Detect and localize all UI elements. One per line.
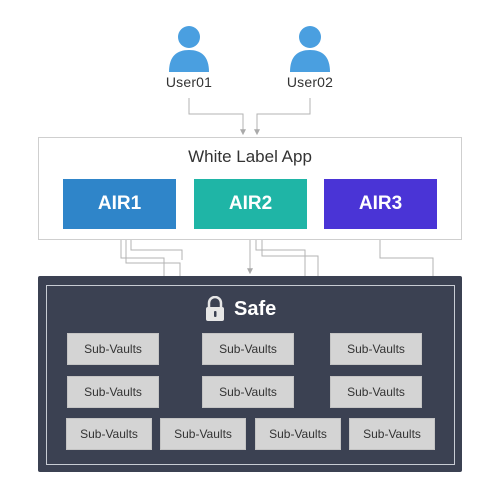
sub-vault: Sub-Vaults [255, 418, 341, 450]
user-icon [169, 26, 209, 72]
sub-vault: Sub-Vaults [330, 333, 422, 365]
user-01: User01 [149, 24, 229, 90]
air3-box: AIR3 [324, 179, 437, 229]
air1-box: AIR1 [63, 179, 176, 229]
user-02: User02 [270, 24, 350, 90]
white-label-app-title: White Label App [188, 147, 312, 166]
sub-vault: Sub-Vaults [330, 376, 422, 408]
safe-title: Safe [204, 294, 276, 324]
sub-vault: Sub-Vaults [202, 376, 294, 408]
sub-vault: Sub-Vaults [160, 418, 246, 450]
sub-vault: Sub-Vaults [67, 333, 159, 365]
air2-box: AIR2 [194, 179, 307, 229]
user-01-label: User01 [165, 74, 213, 90]
user-02-label: User02 [286, 74, 334, 90]
sub-vault: Sub-Vaults [349, 418, 435, 450]
safe-inner-border [46, 285, 455, 465]
lock-icon [206, 296, 224, 321]
safe-title-label: Safe [234, 297, 277, 320]
sub-vault: Sub-Vaults [67, 376, 159, 408]
sub-vault: Sub-Vaults [66, 418, 152, 450]
sub-vault: Sub-Vaults [202, 333, 294, 365]
user-icon [290, 26, 330, 72]
